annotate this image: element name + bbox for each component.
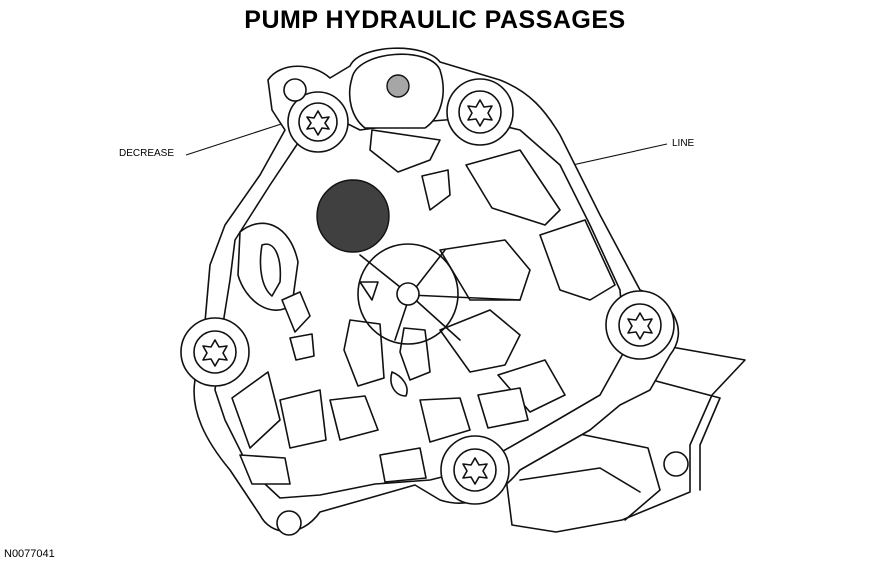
decrease-callout-label: DECREASE [119, 148, 175, 159]
figure-code: N0077041 [4, 548, 55, 560]
housing-ribs [231, 129, 616, 485]
diagram-title: PUMP HYDRAULIC PASSAGES [244, 6, 626, 34]
bracket-hole [663, 451, 689, 477]
decrease-passage [386, 74, 410, 98]
bolt-boss-top-right [446, 78, 514, 146]
bolt-boss-top-left [283, 78, 349, 153]
mount-ear-bottom-left [276, 510, 302, 536]
bolt-boss-left [180, 317, 250, 387]
bolt-boss-bottom [440, 435, 510, 505]
line-passage [316, 179, 390, 253]
line-callout-label: LINE [672, 138, 695, 149]
center-port [396, 282, 420, 306]
bolt-boss-right [605, 290, 675, 360]
